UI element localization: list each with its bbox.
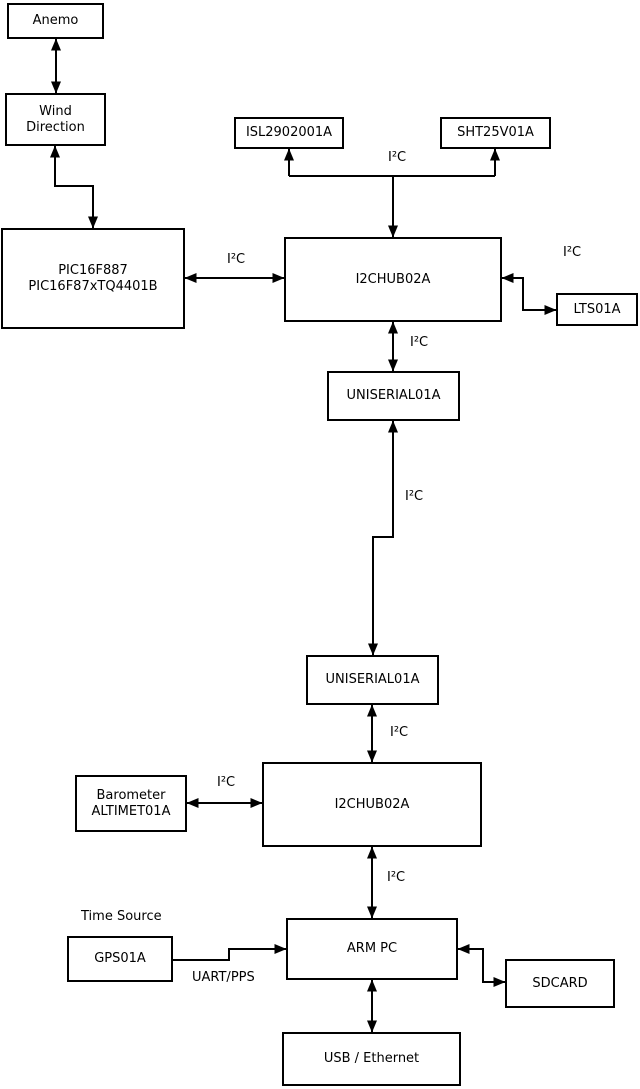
edge-label-i2c-hub-lts: I²C <box>563 245 582 260</box>
block-uniserial01a-bottom: UNISERIAL01A <box>306 655 439 705</box>
connector-arm-sdcard <box>457 944 506 987</box>
block-usb-ethernet: USB / Ethernet <box>282 1032 461 1086</box>
edge-label-i2c-hub2-arm: I²C <box>387 870 406 885</box>
connector-wind-pic <box>50 145 98 229</box>
edge-label-uart-pps: UART/PPS <box>192 970 255 985</box>
block-isl2902001a: ISL2902001A <box>234 117 344 149</box>
edge-label-i2c-hub-sensors: I²C <box>388 150 407 165</box>
block-wind-direction: Wind Direction <box>5 93 106 146</box>
edge-label-i2c-hub-uniserial: I²C <box>410 335 429 350</box>
block-lts01a: LTS01A <box>556 293 638 326</box>
block-arm-pc: ARM PC <box>286 918 458 980</box>
block-sdcard: SDCARD <box>505 959 615 1008</box>
block-gps01a: GPS01A <box>67 936 173 982</box>
connector-gps-arm <box>173 944 287 961</box>
edge-label-i2c-uniserial-link: I²C <box>405 489 424 504</box>
label-time-source: Time Source <box>81 909 162 924</box>
block-uniserial01a-top: UNISERIAL01A <box>327 371 460 421</box>
edge-label-i2c-pic-hub: I²C <box>227 252 246 267</box>
block-sht25v01a: SHT25V01A <box>440 117 551 149</box>
connector-hub1-lts <box>501 273 557 315</box>
edge-label-i2c-barometer: I²C <box>217 775 236 790</box>
connector-uniserial1-uniserial2 <box>368 420 398 656</box>
edge-label-i2c-uniserial-hub2: I²C <box>390 725 409 740</box>
block-i2chub02a-top: I2CHUB02A <box>284 237 502 322</box>
block-barometer: Barometer ALTIMET01A <box>75 775 187 832</box>
block-pic-microcontroller: PIC16F887 PIC16F87xTQ4401B <box>1 228 185 329</box>
block-anemometer: Anemo <box>7 3 104 39</box>
block-i2chub02a-bottom: I2CHUB02A <box>262 762 482 847</box>
